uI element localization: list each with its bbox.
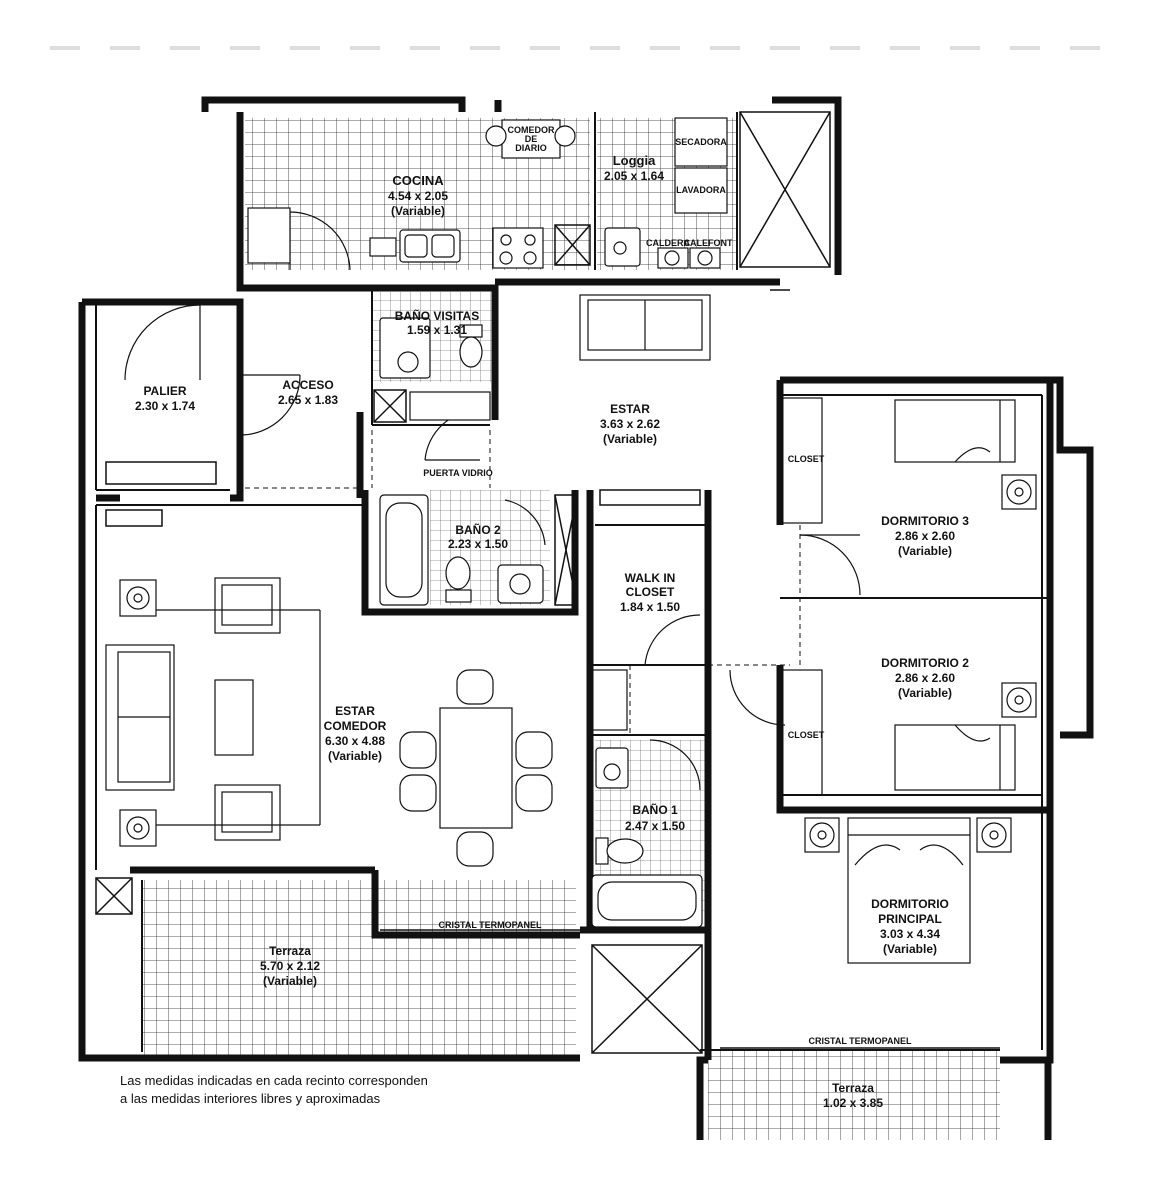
closet-b-label: CLOSET <box>788 730 825 740</box>
bano2-name: BAÑO 2 <box>455 522 501 537</box>
estar-comedor-dims: 6.30 x 4.88 <box>325 734 385 748</box>
measurement-note: Las medidas indicadas en cada recinto co… <box>120 1072 640 1108</box>
windows <box>105 289 1000 1049</box>
bathtub-icon <box>379 494 703 928</box>
estar-dims: 3.63 x 2.62 <box>600 417 660 431</box>
bano-visitas-name: BAÑO VISITAS <box>395 308 479 323</box>
walkin-name2: CLOSET <box>626 585 675 599</box>
shaft-x-icon <box>95 111 831 1054</box>
appliances <box>247 117 728 421</box>
terraza1-note: (Variable) <box>263 974 317 988</box>
terraza2-name: Terraza <box>832 1081 874 1095</box>
dining-table-icon <box>399 669 553 867</box>
acceso-name: ACCESO <box>282 378 333 392</box>
acceso-dims: 2.65 x 1.83 <box>278 393 338 407</box>
cocina-name: COCINA <box>392 173 444 188</box>
estar-comedor-name1: ESTAR <box>335 704 375 718</box>
bed-icon <box>847 399 1016 964</box>
dorm2-note: (Variable) <box>898 686 952 700</box>
stove-icon <box>492 227 544 269</box>
estar-note: (Variable) <box>603 432 657 446</box>
puerta-vidrio-label: PUERTA VIDRIO <box>423 468 493 478</box>
note-line-1: Las medidas indicadas en cada recinto co… <box>120 1073 428 1088</box>
caldera-label: CALDERA <box>646 238 690 248</box>
bano1-dims: 2.47 x 1.50 <box>625 819 685 833</box>
loggia-dims: 2.05 x 1.64 <box>604 169 664 183</box>
terraza1-dims: 5.70 x 2.12 <box>260 959 320 973</box>
lavadora-label: LAVADORA <box>676 185 726 195</box>
cocina-dims: 4.54 x 2.05 <box>388 189 448 203</box>
door-swings <box>124 211 861 791</box>
estar-name: ESTAR <box>610 402 650 416</box>
estar-comedor-note: (Variable) <box>328 749 382 763</box>
comedor-diario-2: DE <box>525 134 538 144</box>
cristal-a-label: CRISTAL TERMOPANEL <box>439 920 543 930</box>
dorm-principal-note: (Variable) <box>883 942 937 956</box>
openings <box>239 365 801 735</box>
room-labels: COCINA 4.54 x 2.05 (Variable) Loggia 2.0… <box>135 153 969 1110</box>
closets <box>591 397 823 796</box>
dorm-principal-name2: PRINCIPAL <box>878 912 942 926</box>
dorm3-name: DORMITORIO 3 <box>881 514 969 528</box>
calefont-label: CALEFONT <box>684 238 733 248</box>
estar-comedor-name2: COMEDOR <box>324 719 387 733</box>
terraza1-name: Terraza <box>269 944 311 958</box>
closet-a-label: CLOSET <box>788 454 825 464</box>
cristal-b-label: CRISTAL TERMOPANEL <box>809 1036 913 1046</box>
bano1-name: BAÑO 1 <box>632 802 678 817</box>
sink-icon <box>379 227 641 789</box>
small-labels: COMEDOR DE DIARIO SECADORA LAVADORA CALD… <box>423 125 912 1046</box>
walls <box>78 96 1094 1140</box>
cocina-note: (Variable) <box>391 204 445 218</box>
bano-visitas-dims: 1.59 x 1.31 <box>407 323 467 337</box>
partitions <box>95 112 1050 1052</box>
toilet-icon <box>445 324 644 865</box>
comedor-diario-1: COMEDOR <box>508 125 556 135</box>
secadora-label: SECADORA <box>675 137 727 147</box>
bano2-dims: 2.23 x 1.50 <box>448 537 508 551</box>
loggia-name: Loggia <box>613 153 656 168</box>
walkin-dims: 1.84 x 1.50 <box>620 600 680 614</box>
dorm3-note: (Variable) <box>898 544 952 558</box>
sofa-icon <box>105 294 711 847</box>
dorm-principal-name1: DORMITORIO <box>871 897 949 911</box>
breakfast-table <box>485 119 576 159</box>
dorm2-name: DORMITORIO 2 <box>881 656 969 670</box>
terraza2-dims: 1.02 x 3.85 <box>823 1096 883 1110</box>
dorm-principal-dims: 3.03 x 4.34 <box>880 927 940 941</box>
dorm3-dims: 2.86 x 2.60 <box>895 529 955 543</box>
palier-name: PALIER <box>143 384 186 398</box>
note-line-2: a las medidas interiores libres y aproxi… <box>120 1091 381 1106</box>
palier-dims: 2.30 x 1.74 <box>135 399 195 413</box>
dorm2-dims: 2.86 x 2.60 <box>895 671 955 685</box>
walkin-name1: WALK IN <box>625 571 676 585</box>
comedor-diario-3: DIARIO <box>515 143 547 153</box>
fan-icon <box>804 474 1037 853</box>
